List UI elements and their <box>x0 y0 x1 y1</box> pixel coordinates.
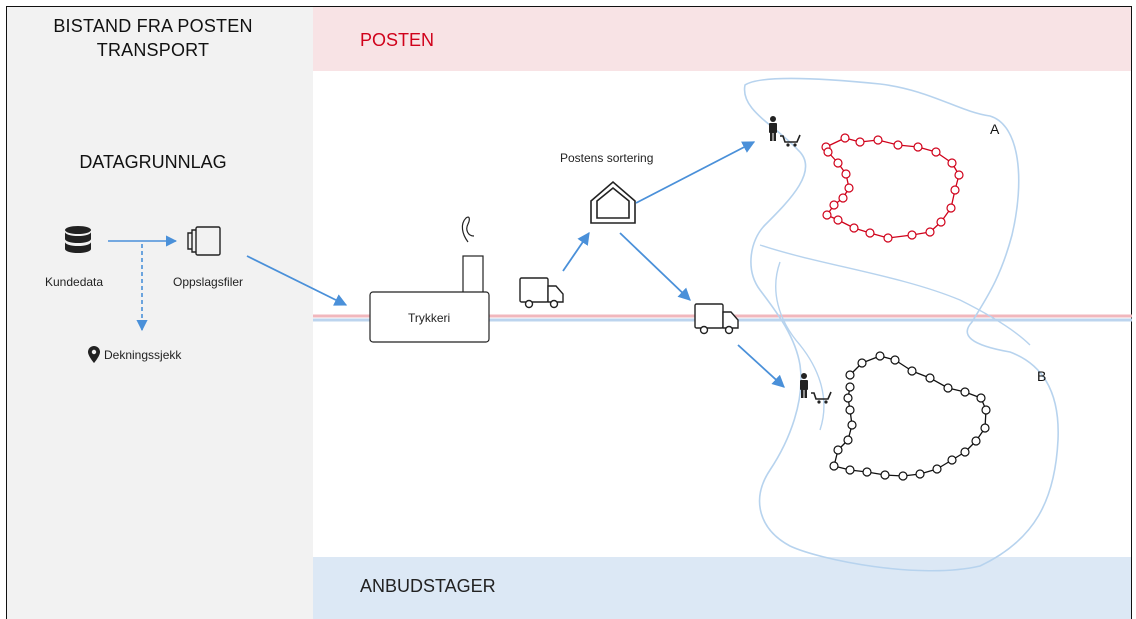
route-b-stop <box>915 469 925 479</box>
route-b-stop <box>845 405 855 415</box>
route-a-stop <box>936 217 946 227</box>
route-a-stop <box>833 158 843 168</box>
route-a-stop <box>841 169 851 179</box>
route-a <box>821 133 964 243</box>
route-b-stop <box>845 465 855 475</box>
factory-icon <box>369 216 490 343</box>
route-a-stop <box>833 215 843 225</box>
route-a-label: A <box>990 121 1000 137</box>
printer-label: Trykkeri <box>408 311 450 325</box>
route-a-stop <box>873 135 883 145</box>
files-icon <box>187 226 221 256</box>
coverage-area-outline <box>743 77 1059 572</box>
route-b-stop <box>898 471 908 481</box>
route-b-stop <box>829 461 839 471</box>
route-b-stop <box>890 355 900 365</box>
left-panel <box>7 7 313 619</box>
route-b-stop <box>943 383 953 393</box>
route-b-stop <box>960 387 970 397</box>
route-b-label: B <box>1037 368 1046 384</box>
arrow-files-to-printer <box>246 255 348 306</box>
posten-band <box>313 7 1131 71</box>
route-a-stop <box>954 170 964 180</box>
customer-data-label: Kundedata <box>45 275 103 289</box>
route-b-stop <box>880 470 890 480</box>
main-title-line1: BISTAND FRA POSTEN <box>53 16 253 36</box>
route-b-stop <box>960 447 970 457</box>
mail-carrier-icon <box>769 116 801 147</box>
truck-icon <box>694 303 739 335</box>
diagram-frame <box>6 6 1132 619</box>
house-icon <box>590 180 636 224</box>
route-a-stop <box>823 147 833 157</box>
route-a-stop <box>893 140 903 150</box>
route-a-stop <box>865 228 875 238</box>
route-b-stop <box>843 393 853 403</box>
route-b-stop <box>857 358 867 368</box>
location-pin-icon <box>88 346 100 363</box>
anbudstager-band <box>313 557 1131 619</box>
sorting-label: Postens sortering <box>560 151 653 165</box>
route-a-stop <box>907 230 917 240</box>
database-icon <box>65 226 91 253</box>
route-b-stop <box>847 420 857 430</box>
route-a-stop <box>947 158 957 168</box>
arrow-sorting-to-truck <box>619 232 691 301</box>
main-title-line2: TRANSPORT <box>96 40 210 60</box>
route-b-stop <box>980 423 990 433</box>
route-b-stop <box>976 393 986 403</box>
arrow-truck-to-sorting <box>562 231 590 272</box>
route-a-stop <box>925 227 935 237</box>
arrow-truck-to-route-b <box>737 344 785 388</box>
route-a-stop <box>946 203 956 213</box>
lookup-files-label: Oppslagsfiler <box>173 275 243 289</box>
route-b-stop <box>907 366 917 376</box>
route-b-stop <box>947 455 957 465</box>
truck-icon <box>519 277 564 309</box>
route-b-stop <box>971 436 981 446</box>
mail-carrier-icon <box>800 373 832 404</box>
route-a-stop <box>849 223 859 233</box>
coverage-check-label: Dekningssjekk <box>104 348 182 362</box>
route-a-stop <box>838 193 848 203</box>
coverage-area-inner-line <box>759 244 1031 346</box>
posten-label: POSTEN <box>360 30 435 50</box>
route-a-stop <box>883 233 893 243</box>
route-b-stop <box>833 445 843 455</box>
route-a-stop <box>950 185 960 195</box>
route-b-stop <box>932 464 942 474</box>
main-title: BISTAND FRA POSTEN TRANSPORT <box>0 14 306 62</box>
coverage-area-inner-line-2 <box>775 261 825 431</box>
route-b-stop <box>981 405 991 415</box>
datagrunnlag-heading: DATAGRUNNLAG <box>79 152 227 172</box>
route-a-stop <box>829 200 839 210</box>
arrow-sorting-to-route-a <box>635 141 756 204</box>
route-a-stop <box>840 133 850 143</box>
anbudstager-label: ANBUDSTAGER <box>360 576 496 596</box>
route-a-stop <box>913 142 923 152</box>
route-b-stop <box>875 351 885 361</box>
route-b-stop <box>862 467 872 477</box>
route-a-stop <box>855 137 865 147</box>
route-a-stop <box>822 210 832 220</box>
route-b <box>829 351 991 481</box>
route-b-stop <box>845 370 855 380</box>
route-a-stop <box>844 183 854 193</box>
route-a-stop <box>931 147 941 157</box>
route-b-stop <box>925 373 935 383</box>
route-b-stop <box>843 435 853 445</box>
route-b-stop <box>845 382 855 392</box>
